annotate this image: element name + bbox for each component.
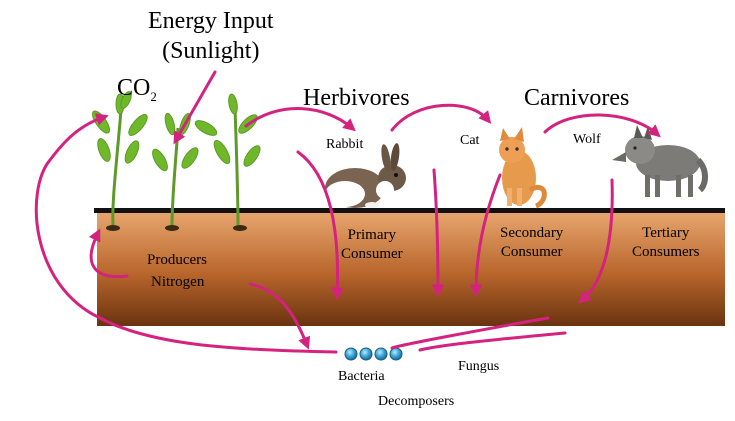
- nitrogen-label: Nitrogen: [151, 274, 205, 290]
- wolf-label: Wolf: [573, 132, 601, 147]
- rabbit-image: [325, 143, 406, 208]
- decomposers-label: Decomposers: [378, 394, 455, 409]
- bacteria-icon: [344, 347, 403, 361]
- producers-label: Producers: [147, 252, 207, 268]
- tertiary-consumers-label: Tertiary Consumers: [632, 225, 700, 260]
- soil-layer: [97, 211, 725, 326]
- sunlight-arrow: [173, 70, 217, 145]
- fungus-label: Fungus: [458, 359, 500, 374]
- fungus-to-co2-arrow: [418, 331, 567, 352]
- co2-cycle-arrow: [34, 113, 338, 354]
- carnivores-label: Carnivores: [524, 85, 630, 111]
- rabbit-waste-arrow: [431, 168, 445, 298]
- cat-label: Cat: [460, 133, 480, 148]
- wolf-image: [612, 125, 708, 197]
- co2-main: CO: [117, 75, 151, 101]
- rabbit-death-arrow: [296, 150, 344, 301]
- cat-death-arrow: [469, 173, 502, 298]
- wolf-death-arrow: [578, 178, 614, 304]
- primary-consumer-label: Primary Consumer: [341, 227, 403, 262]
- bacteria-label: Bacteria: [338, 369, 385, 384]
- ground-line: [94, 208, 725, 213]
- flow-arrows: [34, 70, 661, 354]
- plant-to-rabbit-arrow: [244, 107, 356, 132]
- co2-subscript: 2: [150, 88, 157, 104]
- nitrogen-to-bacteria-arrow: [248, 282, 311, 350]
- rabbit-label: Rabbit: [326, 137, 364, 152]
- herbivores-label: Herbivores: [303, 85, 410, 111]
- nitrogen-to-producers-arrow: [88, 228, 129, 279]
- rabbit-to-cat-arrow: [390, 103, 492, 132]
- decomposer-return-arrow: [390, 316, 550, 350]
- secondary-consumer-label: Secondary Consumer: [500, 225, 564, 260]
- cat-to-wolf-arrow: [543, 113, 661, 138]
- cat-image: [499, 127, 547, 209]
- energy-input-label: Energy Input (Sunlight): [148, 8, 274, 64]
- co2-label: CO2: [117, 76, 157, 103]
